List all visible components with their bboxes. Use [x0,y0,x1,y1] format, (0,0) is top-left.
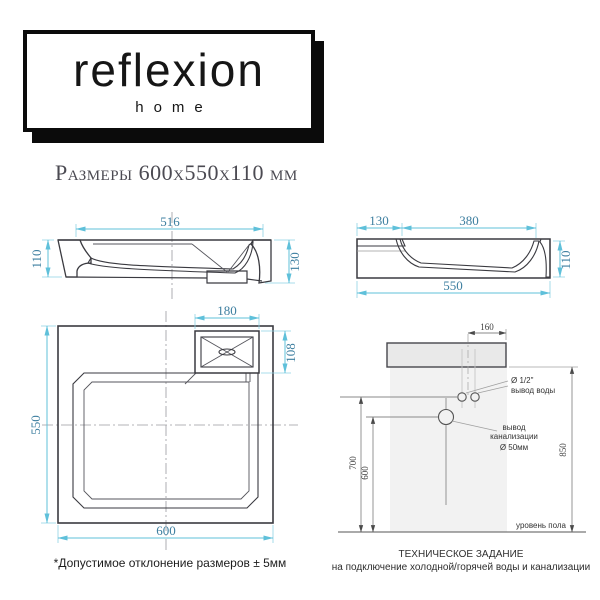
page-title: Размеры 600х550х110 мм [55,160,298,185]
rim-step-details [184,372,251,385]
dimension-front-width: 516 [75,214,264,237]
dim-130-side: 130 [369,213,389,228]
dimension-side-basin: 380 [401,213,537,238]
floor-level-label: уровень пола [516,521,567,530]
dimension-water-height: 700 [348,396,364,533]
dimension-front-height-right: 130 [265,239,302,284]
dim-108: 108 [283,343,298,363]
side-outline [356,238,551,279]
dim-110-front: 110 [29,249,44,268]
dim-850: 850 [558,443,568,457]
basin-rim-inner [83,381,250,500]
sewage-leader-line [451,420,498,432]
water-outlet-left [457,392,467,402]
dimension-offset: 160 [467,322,507,340]
drain-cross-lines [200,336,254,368]
brand-name: reflexion [73,43,265,96]
brand-subtitle: home [135,98,213,116]
dim-110-side: 110 [558,250,573,269]
drain-box-front [206,270,248,284]
dimension-drain-depth: 108 [261,330,298,374]
dimension-drain-width: 180 [194,303,260,329]
overflow-slot [218,348,236,356]
water-leader-lines [465,380,509,394]
dim-180: 180 [217,303,237,318]
sewage-label-line1: вывод [502,423,525,432]
dim-130-front: 130 [287,252,302,272]
back-ledge-section [356,238,406,247]
water-outlet-label: вывод воды [511,386,555,395]
sewage-size-label: Ø 50мм [500,443,528,452]
drain-funnel-lines [191,243,250,273]
spec-subtitle: на подключение холодной/горячей воды и к… [331,561,591,573]
sink-outer-contour [57,325,274,524]
dimension-plan-width: 600 [57,523,274,543]
dim-160: 160 [480,322,494,332]
dimension-drain-height: 600 [360,416,376,533]
countertop-front [386,342,507,368]
water-outlet-right [470,392,480,402]
drain-box-inner [200,336,254,368]
spec-title: ТЕХНИЧЕСКОЕ ЗАДАНИЕ [398,549,524,560]
dimension-side-height: 110 [553,240,573,278]
technical-spec-note: ТЕХНИЧЕСКОЕ ЗАДАНИЕ на подключение холод… [328,549,594,574]
dimension-front-height-left: 110 [29,239,62,278]
basin-rim-outer [72,372,259,509]
dim-550-top: 550 [28,415,43,435]
dim-700: 700 [348,456,358,470]
dimension-counter-height: 850 [509,366,578,533]
basin-floor-section [87,240,254,274]
dimension-side-depth: 550 [356,278,551,298]
left-wall-section [57,239,92,278]
side-section-view: 130 380 110 550 [356,213,573,298]
bottom-edge [65,276,263,282]
dim-380: 380 [459,213,479,228]
dim-600: 600 [156,523,176,538]
dim-600-install: 600 [360,466,370,480]
wall-area [390,367,507,532]
sewage-outlet [437,408,455,426]
top-plan-view: 180 108 550 600 [28,303,298,552]
drain-box-outer [194,330,260,374]
basin-section [395,238,540,273]
front-wall-section [539,238,551,278]
installation-diagram: 160 700 600 850 уровень пола Ø 1/2" выво… [338,322,586,533]
brand-logo: reflexion home [23,30,315,132]
dimension-side-ledge: 130 [356,213,403,236]
dimension-plan-depth: 550 [28,325,56,524]
right-wall-section [250,239,272,284]
dim-516: 516 [160,214,180,229]
water-size-label: Ø 1/2" [511,376,534,385]
sewage-label-line2: канализации [490,432,538,441]
tolerance-note: *Допустимое отклонение размеров ± 5мм [53,556,287,570]
dim-550-side: 550 [443,278,463,293]
front-section-view: 516 110 130 [29,212,302,301]
